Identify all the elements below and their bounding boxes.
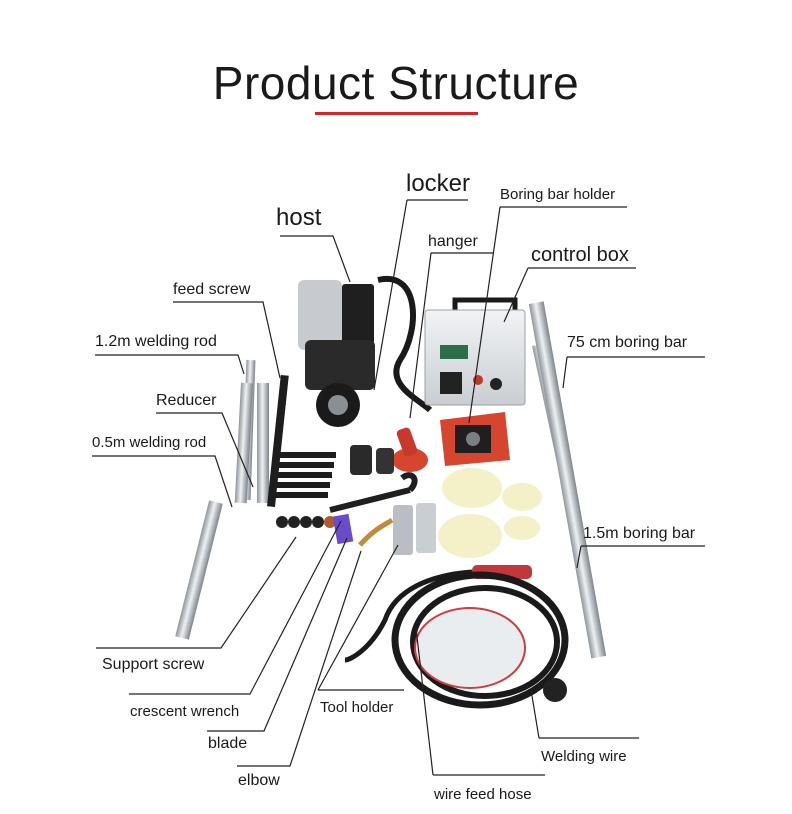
label-boring-bar-holder: Boring bar holder: [500, 186, 616, 203]
support-screws: [272, 452, 336, 498]
label-locker: locker: [406, 170, 471, 197]
label-hanger: hanger: [428, 233, 478, 250]
label-host: host: [276, 204, 322, 231]
leader-lines: [92, 199, 705, 776]
label-1-2m-welding-rod: 1.2m welding rod: [95, 333, 217, 350]
nuts: [276, 516, 336, 528]
page-title: Product Structure: [212, 57, 580, 109]
elbow: [358, 517, 394, 547]
label-1-5m-boring-bar: 1.5m boring bar: [583, 525, 696, 542]
boring-bar-15m: [528, 301, 607, 659]
control-box: [424, 297, 526, 406]
label-welding-wire: Welding wire: [541, 748, 627, 765]
reducer-cones: [438, 468, 542, 558]
label-feed-screw: feed screw: [173, 281, 251, 298]
host-unit: [298, 275, 433, 427]
label-control-box: control box: [531, 244, 629, 266]
welding-rods: [175, 359, 269, 640]
blade: [332, 513, 354, 545]
crescent-wrench: [329, 472, 418, 513]
label-elbow: elbow: [238, 772, 280, 789]
label-wire-feed-hose: wire feed hose: [434, 786, 532, 803]
boring-bar-holder: [440, 412, 510, 466]
tool-holder: [393, 503, 436, 555]
title-underline: [315, 112, 478, 115]
label-crescent-wrench: crescent wrench: [130, 703, 240, 720]
label-0-5m-welding-rod: 0.5m welding rod: [92, 434, 207, 451]
label-tool-holder: Tool holder: [320, 699, 394, 716]
feed-screw: [267, 374, 289, 508]
label-75cm-boring-bar: 75 cm boring bar: [567, 334, 688, 351]
wire-feed-hose: [391, 571, 569, 709]
label-support-screw: Support screw: [102, 656, 205, 673]
red-bearing-parts: [392, 427, 428, 472]
label-blade: blade: [208, 735, 248, 752]
sleeves: [350, 445, 394, 475]
label-reducer: Reducer: [156, 392, 217, 409]
